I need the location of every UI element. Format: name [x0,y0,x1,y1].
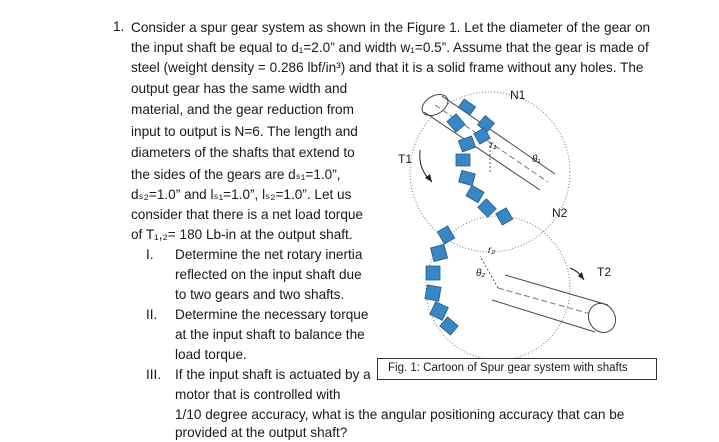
part-line: load torque. [175,347,247,362]
question-line: of T₁,₂= 180 Lb-in at the output shaft. [131,227,353,242]
figure-caption: Fig. 1: Cartoon of Spur gear system with… [388,362,628,374]
question-line: diameters of the shafts that extend to [131,145,355,160]
question-line: the input shaft be equal to d₁=2.0” and … [131,40,649,55]
input-gear-outline [409,91,571,253]
label-theta2: θ₂ [476,268,486,279]
label-n2: N2 [552,206,568,220]
question-line: dₛ₂=1.0” and lₛ₁=1.0”, lₛ₂=1.0”. Let us [131,187,352,202]
label-r1: r₁ [490,140,497,151]
label-theta1: θ₁ [532,154,541,165]
question-line: input to output is N=6. The length and [131,124,358,139]
label-r2: r₂ [488,245,496,256]
part-numeral: I. [146,247,154,262]
label-n1: N1 [510,88,526,102]
question-line: output gear has the same width and [131,81,348,96]
part-line: reflected on the input shaft due [175,267,362,282]
output-shaft [491,274,617,334]
tail-line: 1/10 degree accuracy, what is the angula… [175,407,625,422]
output-gear-teeth [424,225,459,336]
output-gear-outline [425,215,571,361]
part-numeral: III. [146,367,162,382]
part-line: If the input shaft is actuated by a [175,367,371,382]
input-gear-teeth [446,98,514,226]
part-line: Determine the net rotary inertia [175,247,363,262]
figure-caption-box: Fig. 1: Cartoon of Spur gear system with… [377,358,657,380]
question-line: Consider a spur gear system as shown in … [131,20,651,35]
spur-gear-figure [409,91,617,361]
part-line: at the input shaft to balance the [175,327,365,342]
question-line: the sides of the gears are dₛ₁=1.0”, [131,167,341,182]
question-line: material, and the gear reduction from [131,102,354,117]
label-t2: T2 [597,265,612,279]
part-numeral: II. [146,307,158,322]
part-line: to two gears and two shafts. [175,287,345,302]
part-line: Determine the necessary torque [175,307,369,322]
question-number: 1. [113,19,125,34]
label-t1: T1 [398,152,413,166]
question-line: consider that there is a net load torque [131,207,363,222]
part-line: motor that is controlled with [175,387,341,402]
question-line: steel (weight density = 0.286 lbf/in³) a… [131,60,644,75]
tail-line: provided at the output shaft? [175,425,348,440]
